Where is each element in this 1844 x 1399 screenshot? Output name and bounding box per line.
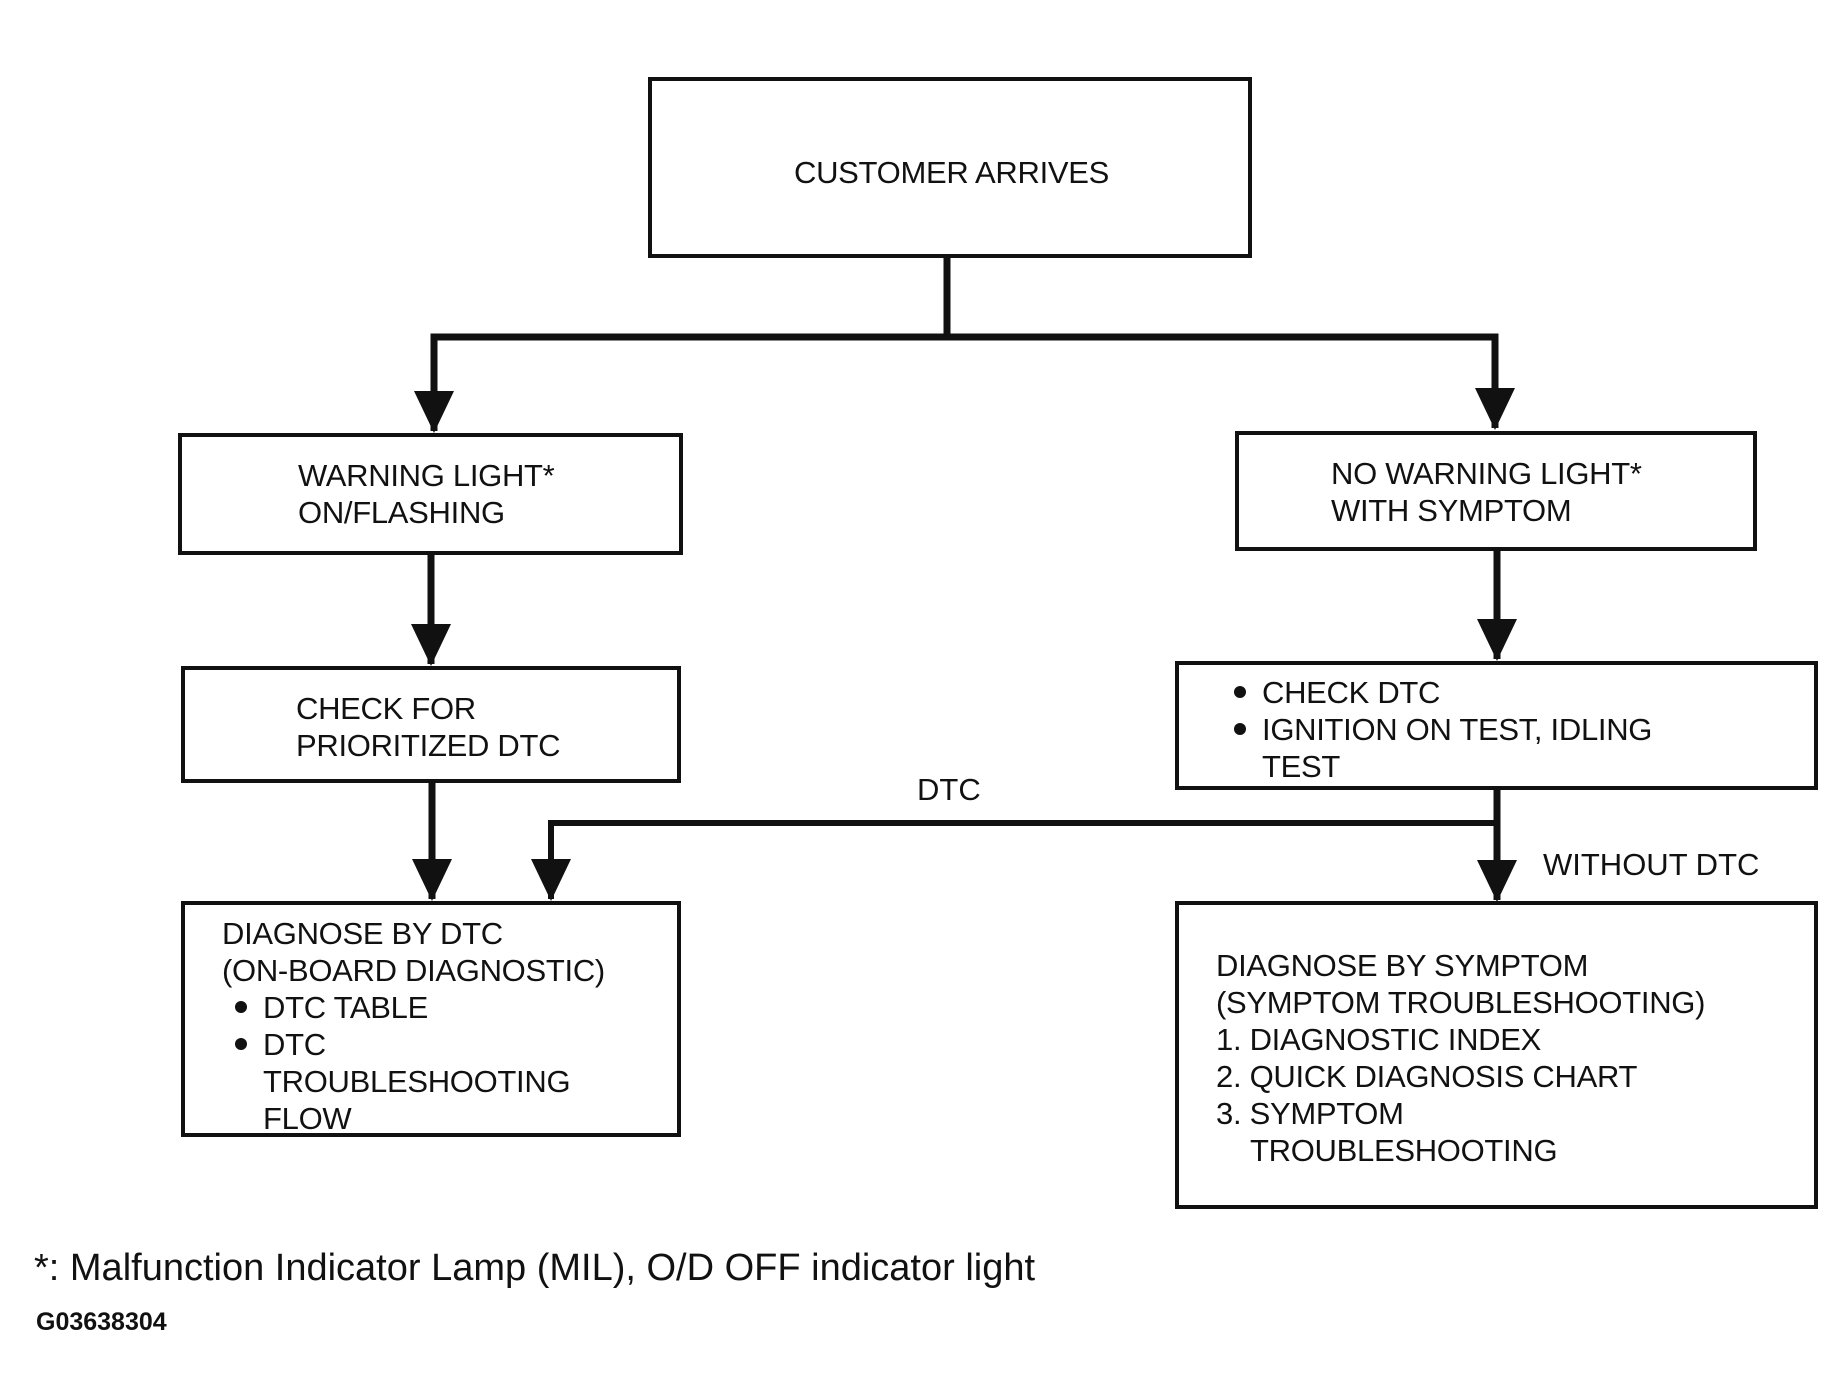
check-dtc-bullet-2-text: IGNITION ON TEST, IDLING TEST	[1262, 711, 1652, 785]
no-warning-light-line-2: WITH SYMPTOM	[1331, 493, 1572, 528]
check-dtc-bullet-1: CHECK DTC	[1234, 674, 1652, 711]
bullet-icon	[1234, 686, 1246, 698]
edge-check-dtc-to-diagnose-dtc	[531, 820, 1497, 901]
diagnose-dtc-bullet-2-line-1: DTC	[263, 1027, 326, 1062]
check-prioritized-line-1: CHECK FOR	[296, 691, 476, 726]
check-prioritized-line-2: PRIORITIZED DTC	[296, 728, 561, 763]
check-dtc-bullet-2: IGNITION ON TEST, IDLING TEST	[1234, 711, 1652, 785]
edge-label-dtc: DTC	[917, 772, 981, 807]
diagnose-dtc-bullet-1: DTC TABLE	[235, 989, 605, 1026]
no-warning-light-line-1: NO WARNING LIGHT*	[1331, 456, 1642, 491]
check-dtc-bullet-1-line-1: CHECK DTC	[1262, 675, 1441, 710]
check-dtc-bullet-2-line-1: IGNITION ON TEST, IDLING	[1262, 712, 1653, 747]
diagnose-by-symptom-box: DIAGNOSE BY SYMPTOM (SYMPTOM TROUBLESHOO…	[1175, 901, 1818, 1209]
diagnose-symptom-item-3-line-2: TROUBLESHOOTING	[1250, 1133, 1558, 1168]
edge-label-without-dtc: WITHOUT DTC	[1543, 847, 1760, 882]
bullet-icon	[1234, 723, 1246, 735]
warning-light-line-2: ON/FLASHING	[298, 495, 505, 530]
diagnose-dtc-bullet-2-line-2: TROUBLESHOOTING	[263, 1064, 571, 1099]
diagnose-by-symptom-text: DIAGNOSE BY SYMPTOM (SYMPTOM TROUBLESHOO…	[1216, 947, 1705, 1169]
check-dtc-text: CHECK DTC IGNITION ON TEST, IDLING TEST	[1234, 674, 1652, 785]
warning-light-box: WARNING LIGHT* ON/FLASHING	[178, 433, 683, 555]
bullet-icon	[235, 1001, 247, 1013]
check-dtc-box: CHECK DTC IGNITION ON TEST, IDLING TEST	[1175, 661, 1818, 790]
check-prioritized-dtc-text: CHECK FOR PRIORITIZED DTC	[296, 690, 560, 764]
check-prioritized-dtc-box: CHECK FOR PRIORITIZED DTC	[181, 666, 681, 783]
diagnose-dtc-bullet-1-line-1: DTC TABLE	[263, 990, 428, 1025]
diagnose-symptom-item-3-line-1: 3. SYMPTOM	[1216, 1096, 1404, 1131]
diagnose-by-dtc-text: DIAGNOSE BY DTC (ON-BOARD DIAGNOSTIC) DT…	[222, 915, 605, 1137]
edge-customer-to-no-warning	[947, 333, 1515, 430]
diagnose-symptom-item-2: 2. QUICK DIAGNOSIS CHART	[1216, 1059, 1638, 1094]
diagnose-dtc-bullet-1-text: DTC TABLE	[263, 989, 428, 1026]
check-dtc-bullet-1-text: CHECK DTC	[1262, 674, 1440, 711]
diagnose-by-dtc-box: DIAGNOSE BY DTC (ON-BOARD DIAGNOSTIC) DT…	[181, 901, 681, 1137]
warning-light-line-1: WARNING LIGHT*	[298, 458, 555, 493]
no-warning-light-text: NO WARNING LIGHT* WITH SYMPTOM	[1331, 455, 1642, 529]
diagnose-symptom-line-1: DIAGNOSE BY SYMPTOM	[1216, 948, 1589, 983]
diagnose-symptom-item-1: 1. DIAGNOSTIC INDEX	[1216, 1022, 1542, 1057]
diagnose-dtc-line-2: (ON-BOARD DIAGNOSTIC)	[222, 953, 605, 988]
figure-id: G03638304	[36, 1308, 167, 1336]
edge-customer-to-warning	[414, 258, 951, 433]
check-dtc-bullet-2-line-2: TEST	[1262, 749, 1341, 784]
diagnose-symptom-line-2: (SYMPTOM TROUBLESHOOTING)	[1216, 985, 1706, 1020]
footnote: *: Malfunction Indicator Lamp (MIL), O/D…	[34, 1247, 1036, 1289]
customer-arrives-box: CUSTOMER ARRIVES	[648, 77, 1252, 258]
diagnose-dtc-bullet-2-text: DTC TROUBLESHOOTING FLOW	[263, 1026, 571, 1137]
customer-arrives-label: CUSTOMER ARRIVES	[794, 155, 1110, 190]
customer-arrives-text: CUSTOMER ARRIVES	[794, 154, 1109, 191]
diagnose-dtc-bullet-2-line-3: FLOW	[263, 1101, 352, 1136]
diagnose-dtc-line-1: DIAGNOSE BY DTC	[222, 916, 503, 951]
no-warning-light-box: NO WARNING LIGHT* WITH SYMPTOM	[1235, 431, 1757, 551]
diagnose-dtc-bullet-2: DTC TROUBLESHOOTING FLOW	[235, 1026, 605, 1137]
bullet-icon	[235, 1038, 247, 1050]
warning-light-text: WARNING LIGHT* ON/FLASHING	[298, 457, 555, 531]
